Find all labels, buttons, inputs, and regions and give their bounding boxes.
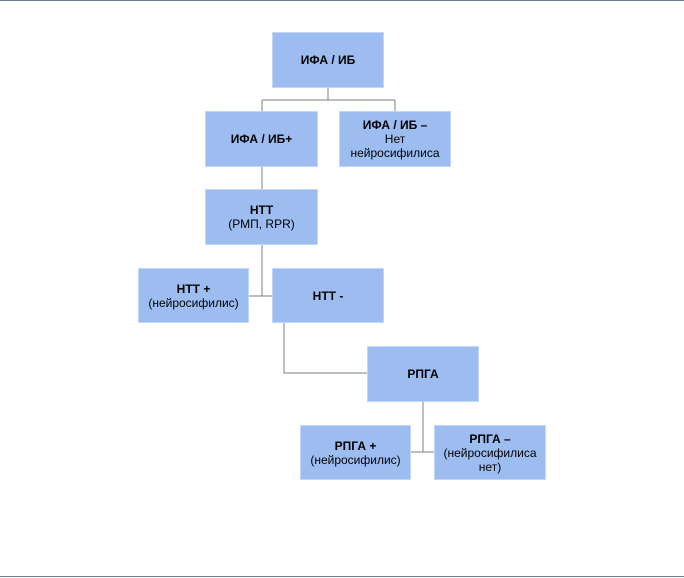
node-rpga-positive-title: РПГА + — [334, 438, 377, 453]
node-ntt: НТТ (РМП, RPR) — [205, 189, 318, 245]
node-ntt-positive: НТТ + (нейросифилис) — [138, 268, 249, 323]
node-rpga-negative-line3: нет) — [478, 459, 502, 474]
node-ifa-ib-negative-line2: Нет — [384, 132, 406, 146]
node-rpga-title: РПГА — [407, 367, 439, 381]
node-ntt-title: НТТ — [249, 203, 274, 217]
node-rpga-positive-subtitle: (нейросифилис) — [310, 452, 401, 467]
node-ifa-ib-negative-line3: нейросифилиса — [350, 146, 440, 160]
node-ifa-ib-title: ИФА / ИБ — [300, 53, 356, 67]
node-ifa-ib-positive-title: ИФА / ИБ+ — [230, 132, 293, 146]
node-rpga-negative: РПГА – (нейросифилиса нет) — [434, 425, 546, 480]
connector-ifa-ib-to-branches — [261, 88, 396, 111]
node-ntt-negative-title: НТТ - — [312, 288, 344, 303]
top-frame-rule — [0, 0, 684, 1]
connector-ntt-neg-to-rpga — [283, 323, 367, 374]
bottom-frame-rule — [0, 576, 684, 577]
node-ntt-positive-title: НТТ + — [176, 281, 211, 296]
node-rpga-positive: РПГА + (нейросифилис) — [300, 425, 411, 480]
node-ifa-ib-negative: ИФА / ИБ – Нет нейросифилиса — [339, 111, 451, 167]
node-rpga: РПГА — [367, 346, 479, 402]
node-ifa-ib: ИФА / ИБ — [272, 32, 384, 88]
connector-rpga-to-results — [411, 402, 434, 453]
node-ntt-positive-subtitle: (нейросифилис) — [148, 295, 239, 310]
node-ntt-negative: НТТ - — [272, 268, 384, 323]
node-ntt-subtitle: (РМП, RPR) — [228, 217, 295, 231]
node-ifa-ib-positive: ИФА / ИБ+ — [205, 111, 318, 167]
node-ifa-ib-negative-title: ИФА / ИБ – — [362, 118, 428, 132]
connector-ntt-to-results — [249, 245, 272, 297]
node-rpga-negative-line2: (нейросифилиса — [443, 445, 537, 460]
node-rpga-negative-title: РПГА – — [469, 431, 511, 446]
